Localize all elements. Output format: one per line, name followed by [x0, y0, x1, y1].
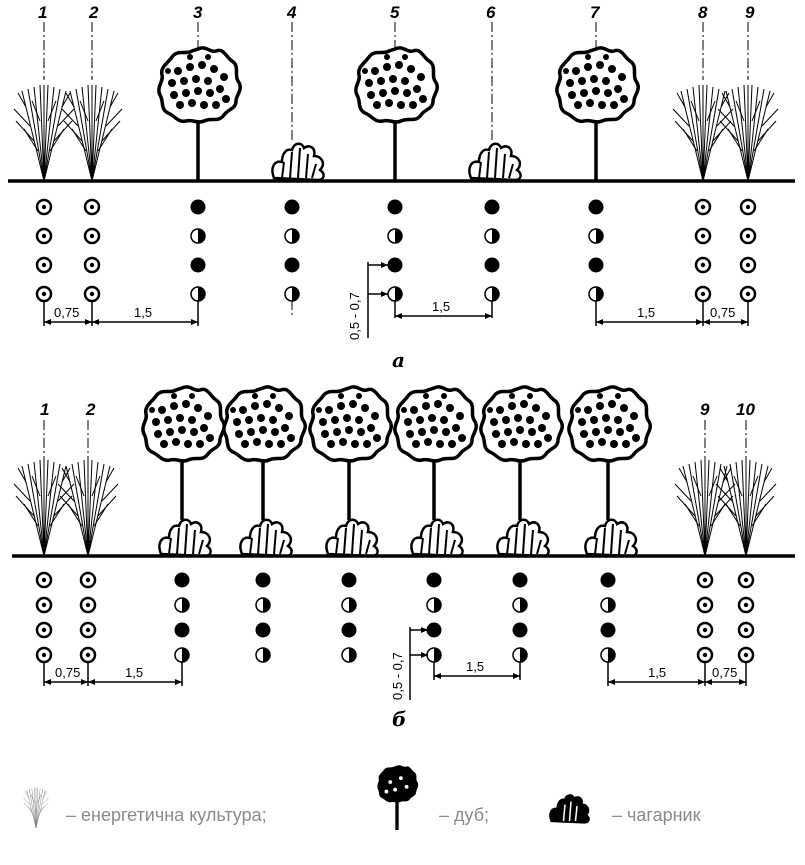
- energy-crop-icon: [57, 459, 119, 557]
- axis-lines: [43, 22, 749, 315]
- oak-icon: [222, 385, 307, 522]
- energy-crop-icon: [13, 459, 75, 557]
- scheme-a: 1 2 3 4 5 6 7 8 9: [8, 3, 795, 372]
- vertical-dimension-label: 0,5 - 0,7: [347, 292, 362, 340]
- shrub-icon: [584, 518, 638, 558]
- column-number: 3: [193, 3, 203, 22]
- column-number: 1: [40, 400, 49, 419]
- shrub-icon: [239, 518, 293, 558]
- energy-crop-icon: [717, 84, 779, 182]
- dimension-label: 1,5: [648, 665, 666, 680]
- shrub-icon: [410, 518, 464, 558]
- dimension-label: 1,5: [637, 305, 655, 320]
- dimension-arrows: [44, 627, 746, 685]
- column-number: 8: [698, 3, 708, 22]
- column-number: 2: [88, 3, 99, 22]
- energy-crop-icon: [23, 787, 49, 829]
- planting-markers: [35, 198, 757, 303]
- legend: – енергетична культура; – дуб; – чагарни…: [23, 765, 701, 830]
- dimension-lines: [43, 262, 749, 338]
- column-number: 10: [736, 400, 755, 419]
- dimension-label: 1,5: [125, 665, 143, 680]
- shrub-icon: [325, 518, 379, 558]
- column-number: 5: [390, 3, 400, 22]
- energy-crop-icon: [61, 84, 123, 182]
- planting-markers: [35, 571, 755, 664]
- vertical-dimension-label: 0,5 - 0,7: [390, 652, 405, 700]
- panel-label: б: [392, 707, 406, 731]
- column-number: 4: [286, 3, 297, 22]
- oak-icon: [377, 765, 419, 830]
- legend-oak-label: – дуб;: [439, 805, 489, 825]
- shrub-icon: [549, 794, 590, 824]
- dimension-label: 0,75: [710, 305, 735, 320]
- panel-label: а: [392, 348, 405, 372]
- column-number: 7: [590, 3, 601, 22]
- dimension-label: 0,75: [54, 305, 79, 320]
- shrub-icon: [158, 518, 212, 558]
- column-number: 2: [85, 400, 96, 419]
- dimension-label: 1,5: [134, 305, 152, 320]
- dimension-arrows: [44, 262, 748, 325]
- oak-icon: [555, 46, 640, 183]
- oak-icon: [141, 385, 226, 522]
- oak-icon: [157, 46, 242, 183]
- legend-energy-crop-label: – енергетична культура;: [66, 805, 267, 825]
- column-number: 6: [486, 3, 496, 22]
- dimension-label: 0,75: [55, 665, 80, 680]
- column-number: 9: [700, 400, 710, 419]
- dimension-label: 1,5: [466, 659, 484, 674]
- oak-icon: [479, 385, 564, 522]
- column-number: 1: [38, 3, 47, 22]
- legend-shrub-label: – чагарник: [612, 805, 701, 825]
- scheme-b: 1 2 3 4 5 6 7 8 9 10: [12, 385, 795, 731]
- oak-icon: [393, 385, 478, 522]
- shrub-icon: [468, 142, 522, 182]
- dimension-lines: [43, 627, 747, 700]
- dimension-label: 0,75: [712, 665, 737, 680]
- dimension-label: 1,5: [432, 299, 450, 314]
- oak-icon: [308, 385, 393, 522]
- column-number: 9: [745, 3, 755, 22]
- energy-crop-icon: [13, 84, 75, 182]
- oak-icon: [354, 46, 439, 183]
- shrub-icon: [496, 518, 550, 558]
- shrub-icon: [271, 142, 325, 182]
- oak-icon: [567, 385, 652, 522]
- energy-crop-icon: [672, 84, 734, 182]
